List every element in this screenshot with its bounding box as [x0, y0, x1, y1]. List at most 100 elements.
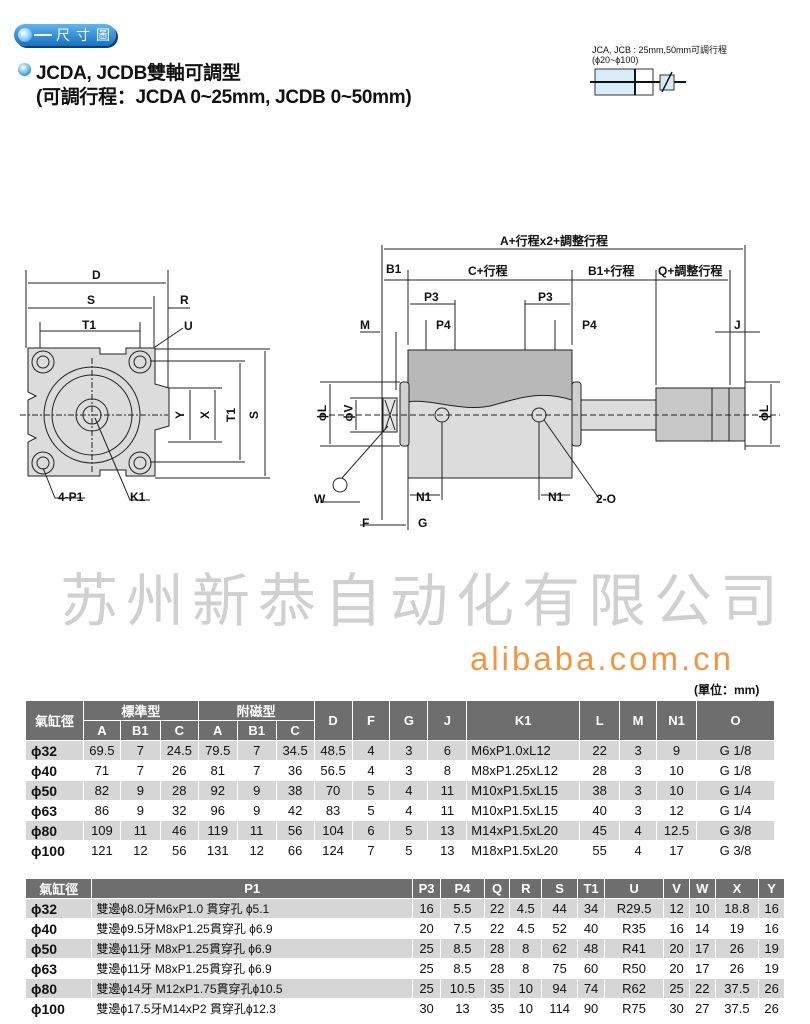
header-a-mag: A: [197, 720, 238, 741]
table-cell: 4.5: [509, 918, 543, 939]
table-cell: 34: [577, 898, 605, 919]
table-cell: 114: [541, 998, 579, 1019]
table-cell: 92: [197, 780, 238, 801]
table-cell: 雙邊ϕ8.0牙M6xP1.0 貫穿孔 ϕ5.1: [91, 898, 414, 919]
header-c: C: [159, 720, 199, 741]
table-cell: 94: [541, 978, 579, 999]
table-cell: 5: [389, 820, 429, 841]
table-cell: 9: [119, 800, 161, 821]
table-cell: 27: [688, 998, 716, 1019]
table-cell: 62: [541, 938, 579, 959]
table-cell: 55: [579, 840, 621, 861]
symbol-note-range: (ϕ20~ϕ100): [592, 55, 639, 65]
header-cell: S: [541, 878, 579, 899]
table-cell: 25: [412, 978, 442, 999]
table-cell: 19: [714, 918, 760, 939]
table-cell: 104: [313, 820, 353, 841]
table-cell: 96: [197, 800, 238, 821]
side-view-labels: A+行程x2+調整行程 B1 C+行程 B1+行程 Q+調整行程 P3 P3 M…: [314, 220, 790, 540]
dim-label-t1: T1: [82, 318, 97, 332]
table-cell: M14xP1.5xL20: [466, 820, 581, 841]
header-j: J: [427, 700, 468, 741]
bore-cell: ϕ63: [25, 800, 84, 821]
table-cell: 37.5: [714, 998, 760, 1019]
table-cell: 60: [577, 958, 605, 979]
table-cell: 雙邊ϕ17.5牙M14xP2 貫穿孔ϕ12.3: [91, 998, 414, 1019]
header-bore: 氣缸徑: [25, 700, 84, 741]
bore-cell: ϕ40: [25, 760, 84, 781]
header-a: A: [82, 720, 121, 741]
table-cell: 10: [656, 760, 697, 781]
table-cell: 13: [427, 840, 468, 861]
header-k1: K1: [466, 700, 581, 741]
table-cell: 38: [579, 780, 621, 801]
table-cell: 11: [119, 820, 161, 841]
table-cell: 12: [663, 898, 690, 919]
table-cell: 79.5: [197, 740, 238, 761]
table-cell: G 1/8: [696, 760, 775, 781]
dim-label-phi-v: ϕV: [341, 404, 356, 422]
table-cell: 13: [427, 820, 468, 841]
dim-label-p4-left: P4: [436, 318, 451, 332]
dim-label-r: R: [180, 293, 189, 307]
table-cell: 90: [577, 998, 605, 1019]
table-cell: 34.5: [275, 740, 315, 761]
dim-label-q: Q+調整行程: [658, 264, 723, 278]
table-cell: 56: [275, 820, 315, 841]
table-cell: 9: [236, 800, 277, 821]
table-cell: 20: [663, 938, 690, 959]
dim-label-m: M: [360, 318, 370, 332]
header-n1: N1: [656, 700, 697, 741]
table-cell: 86: [82, 800, 121, 821]
table-cell: 4: [351, 760, 391, 781]
header-c-mag: C: [275, 720, 315, 741]
table-cell: 19: [758, 938, 785, 959]
dim-label-p3-left: P3: [424, 290, 439, 304]
table-cell: 40: [579, 800, 621, 821]
table-cell: 81: [197, 760, 238, 781]
bullet-icon: [18, 63, 31, 76]
bore-cell: ϕ50: [24, 938, 93, 959]
table-cell: 7: [119, 760, 161, 781]
header-cell: V: [663, 878, 690, 899]
table-cell: 30: [412, 998, 442, 1019]
table-cell: G 1/4: [696, 780, 775, 801]
dim-label-total-length: A+行程x2+調整行程: [500, 234, 609, 248]
table-cell: 10.5: [440, 978, 485, 999]
bore-cell: ϕ80: [25, 820, 84, 841]
bore-cell: ϕ100: [25, 840, 84, 861]
table-cell: 14: [688, 918, 716, 939]
header-l: L: [579, 700, 621, 741]
table-cell: 109: [82, 820, 121, 841]
table-cell: 38: [275, 780, 315, 801]
table-cell: 20: [663, 958, 690, 979]
table-cell: 19: [758, 958, 785, 979]
table-cell: 52: [541, 918, 579, 939]
bore-cell: ϕ32: [25, 740, 84, 761]
table-cell: 雙邊ϕ11牙 M8xP1.25貫穿孔 ϕ6.9: [91, 938, 414, 959]
table-cell: 7: [119, 740, 161, 761]
table-cell: M10xP1.5xL15: [466, 800, 581, 821]
table-cell: 131: [197, 840, 238, 861]
table-cell: 22: [483, 918, 511, 939]
table-cell: 25: [412, 958, 442, 979]
dim-label-j: J: [734, 318, 741, 332]
table-cell: 25: [663, 978, 690, 999]
table-cell: 42: [275, 800, 315, 821]
header-g: G: [389, 700, 429, 741]
table-cell: 40: [577, 918, 605, 939]
table-cell: 10: [656, 780, 697, 801]
dim-label-t1-vertical: T1: [224, 407, 239, 423]
table-cell: 7: [236, 740, 277, 761]
table-cell: 44: [541, 898, 579, 919]
table-cell: 6: [427, 740, 468, 761]
table-cell: 3: [389, 740, 429, 761]
table-cell: 17: [688, 958, 716, 979]
